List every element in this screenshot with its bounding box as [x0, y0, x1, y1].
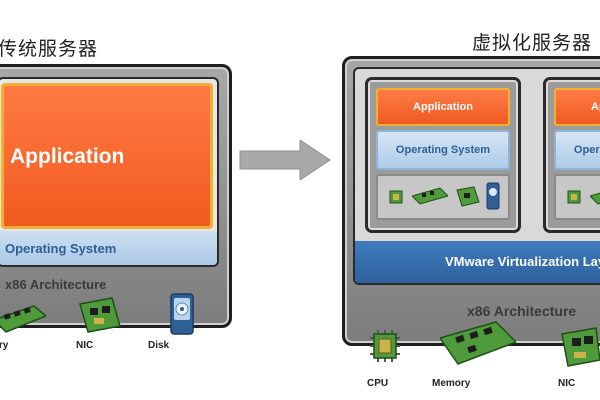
vm1-application-block: Application — [376, 88, 510, 126]
traditional-os-bar: Operating System — [0, 231, 217, 265]
cpu-label: CPU — [367, 378, 389, 389]
vm2-application-label: Application — [591, 101, 600, 113]
traditional-server-box: Application Operating System x86 Archite… — [0, 64, 232, 328]
vm1-virtual-hardware — [376, 174, 510, 220]
memory-icon — [0, 305, 46, 333]
traditional-application-label: Application — [10, 145, 125, 168]
traditional-server-title: 传统服务器 — [0, 39, 99, 60]
vm1-application-label: Application — [413, 101, 473, 113]
traditional-server-stack: Application Operating System — [0, 77, 219, 267]
virtualized-server-box: Application Operating System — [342, 56, 600, 346]
cpu-icon — [370, 330, 400, 362]
vm1-memory-icon — [412, 187, 448, 205]
nic-icon — [79, 297, 121, 333]
memory-label: Memory — [0, 340, 9, 351]
memory-label: Memory — [432, 378, 471, 389]
traditional-arch-label: x86 Architecture — [5, 277, 107, 292]
disk-label: Disk — [148, 340, 170, 351]
virtualized-server-stack: Application Operating System — [353, 67, 600, 285]
virtualized-arch-label: x86 Architecture — [467, 303, 577, 319]
vm2-memory-icon — [590, 192, 600, 205]
vm2-os-block: Operating System — [554, 130, 600, 170]
traditional-os-label: Operating System — [5, 241, 117, 256]
virtualized-server-title: 虚拟化服务器 — [472, 33, 593, 54]
transition-arrow-icon — [239, 140, 331, 180]
nic-icon — [561, 327, 600, 367]
vm2-os-label: Operating System — [573, 144, 600, 156]
vm2-application-block: Application — [554, 88, 600, 126]
disk-icon — [170, 293, 194, 335]
vm1-disk-icon — [486, 182, 500, 210]
vm2-virtual-hardware — [554, 174, 600, 220]
virtual-machine-1: Application Operating System — [365, 77, 521, 233]
virtual-machine-2: Application Operating System — [543, 77, 600, 233]
vmware-layer-label: VMware Virtualization Layer — [445, 254, 600, 269]
vm2-cpu-icon — [567, 190, 581, 204]
memory-icon — [440, 321, 516, 365]
vm1-os-block: Operating System — [376, 130, 510, 170]
vm1-nic-icon — [456, 186, 480, 207]
traditional-application-block: Application — [1, 83, 213, 229]
vm1-os-label: Operating System — [395, 144, 491, 156]
nic-label: NIC — [558, 378, 576, 389]
vmware-virtualization-layer: VMware Virtualization Layer — [355, 241, 600, 283]
vm1-cpu-icon — [389, 190, 403, 204]
nic-label: NIC — [76, 340, 94, 351]
